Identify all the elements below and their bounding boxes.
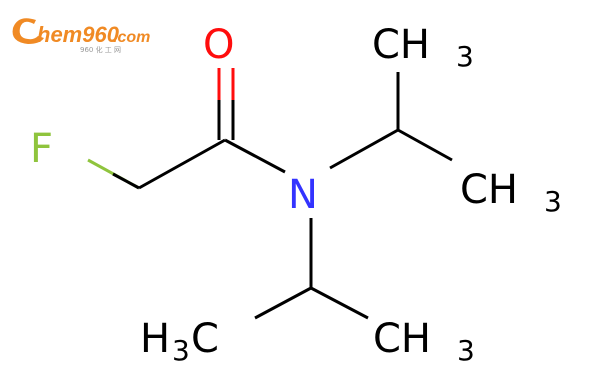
bond-ch-ch3-lower-right	[310, 286, 369, 320]
logo-subtitle: 960 化 工 网	[80, 45, 121, 54]
methyl-mid-right-subscript: 3	[544, 185, 562, 218]
bond-ch2-c	[138, 138, 226, 190]
methyl-top-right-subscript: 3	[456, 40, 474, 73]
methyl-mid-right-label: CH	[460, 167, 518, 213]
bond-c-n	[224, 138, 286, 174]
oxygen-label: O	[203, 22, 234, 68]
fluorine-label: F	[30, 126, 53, 172]
logo-suffix: .com	[113, 29, 150, 46]
methyl-top-right-label: CH	[372, 22, 430, 68]
bond-ch-ch3-left	[254, 286, 312, 320]
nitrogen-label: N	[288, 172, 318, 218]
logo-text: hem960	[37, 22, 120, 47]
bonds	[87, 68, 453, 320]
bond-ch-ch3-right	[397, 128, 453, 162]
chem960-logo: hem960 .com 960 化 工 网	[12, 18, 150, 54]
methyl-bottom-left-h: H	[140, 316, 170, 362]
logo-c-mark	[12, 18, 44, 44]
methyl-bottom-right-subscript: 3	[457, 334, 475, 367]
bond-f-ch2-dark	[112, 172, 140, 190]
bond-n-ch-upper	[329, 128, 399, 170]
methyl-bottom-left-c: C	[191, 316, 219, 362]
methyl-bottom-left-subscript: 3	[172, 334, 190, 367]
methyl-bottom-right-label: CH	[373, 316, 431, 362]
